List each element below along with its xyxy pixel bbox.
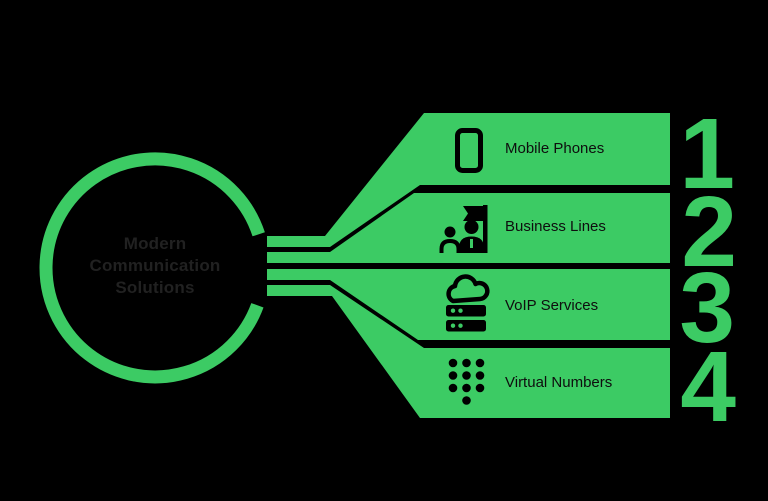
business-team-flag-icon (439, 205, 488, 253)
item-label-4: Virtual Numbers (505, 374, 613, 391)
item-number-4: 4 (680, 331, 736, 443)
banner-shape-4 (267, 285, 670, 418)
smartphone-icon (455, 128, 483, 173)
item-label-1: Mobile Phones (505, 140, 605, 157)
cloud-server-icon (446, 274, 490, 332)
circle-title-line-2: Communication (89, 256, 221, 275)
item-number-2: 2 (681, 176, 737, 288)
banner-shape-3 (267, 269, 670, 340)
dialpad-icon (448, 358, 485, 405)
circle-title: Modern Communication Solutions (55, 233, 255, 299)
item-number-1: 1 (679, 98, 735, 210)
circle-title-line-3: Solutions (115, 278, 195, 297)
item-number-3: 3 (679, 252, 735, 364)
item-label-2: Business Lines (505, 218, 606, 235)
banner-shape-1 (267, 113, 670, 247)
circle-ring (39, 152, 265, 384)
circle-title-line-1: Modern (123, 234, 187, 253)
item-label-3: VoIP Services (505, 297, 599, 314)
